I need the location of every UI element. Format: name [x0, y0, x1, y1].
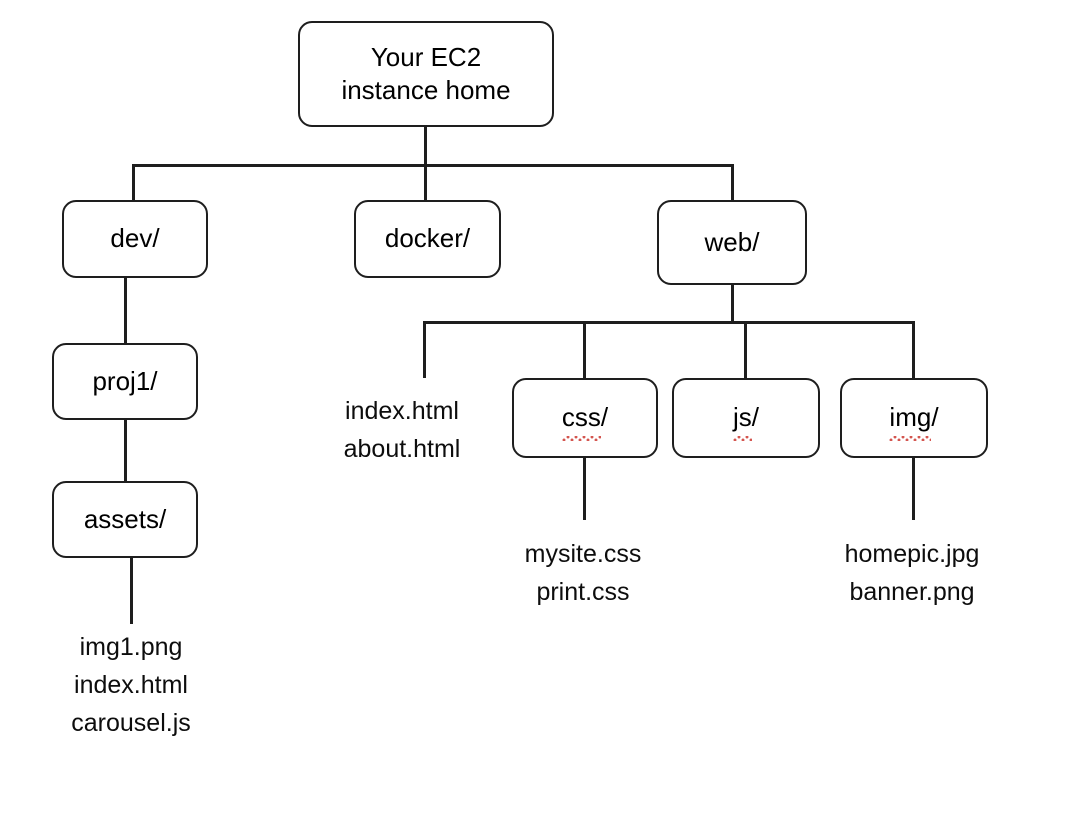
connector-root-stem	[424, 127, 427, 166]
connector-level1-bus	[132, 164, 733, 167]
connector-drop-web	[731, 164, 734, 202]
files-assets: img1.png index.html carousel.js	[71, 633, 191, 737]
connector-drop-js	[744, 321, 747, 379]
files-web-root: index.html about.html	[343, 397, 461, 463]
node-root[interactable]: Your EC2 instance home	[298, 21, 554, 127]
connector-drop-img	[912, 321, 915, 379]
node-css-label: css/	[561, 401, 608, 441]
connector-drop-dev	[132, 164, 135, 202]
connector-proj1-assets	[124, 420, 127, 482]
connector-web-stem	[731, 285, 734, 324]
files-css: mysite.css print.css	[524, 540, 642, 606]
connector-web-bus	[423, 321, 914, 324]
node-docker-label: docker/	[384, 223, 471, 254]
node-js[interactable]: js/	[672, 378, 820, 458]
node-proj1-label: proj1/	[92, 365, 158, 396]
node-proj1[interactable]: proj1/	[52, 343, 198, 420]
connector-drop-docker	[424, 164, 427, 202]
connector-drop-css	[583, 321, 586, 379]
node-js-label: js/	[732, 401, 759, 441]
spellcheck-underline-css: css	[561, 401, 601, 441]
node-root-label: Your EC2 instance home	[341, 41, 511, 105]
connector-img-files	[912, 458, 915, 520]
connector-assets-files	[130, 558, 133, 624]
node-assets-label: assets/	[83, 503, 167, 534]
connector-css-files	[583, 458, 586, 520]
node-css[interactable]: css/	[512, 378, 658, 458]
connector-drop-web-files	[423, 321, 426, 378]
node-web-label: web/	[704, 226, 760, 257]
files-img: homepic.jpg banner.png	[844, 540, 980, 606]
connector-dev-proj1	[124, 278, 127, 344]
node-dev-label: dev/	[110, 223, 160, 254]
spellcheck-underline-img: img	[889, 401, 931, 441]
node-docker[interactable]: docker/	[354, 200, 501, 278]
node-web[interactable]: web/	[657, 200, 807, 285]
node-img[interactable]: img/	[840, 378, 988, 458]
spellcheck-underline-js: js	[732, 401, 752, 441]
node-dev[interactable]: dev/	[62, 200, 208, 278]
node-assets[interactable]: assets/	[52, 481, 198, 558]
node-img-label: img/	[889, 401, 939, 441]
